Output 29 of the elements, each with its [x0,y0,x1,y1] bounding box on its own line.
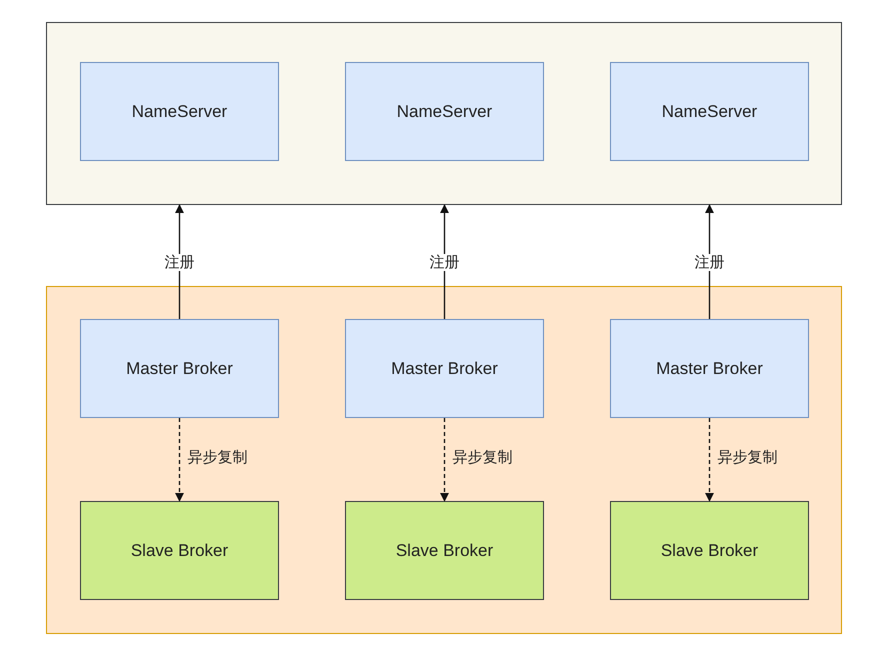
server-box [80,62,279,161]
arrow [704,418,714,502]
server-box [610,501,809,600]
node-label: Slave Broker [396,540,494,562]
node-label: Slave Broker [130,540,228,562]
arrow [174,418,184,502]
server-box [345,501,544,600]
edge-label: 异步复制 [188,450,248,464]
node-label: Slave Broker [660,540,758,562]
node-label: Master Broker [656,358,763,380]
group-panel [46,22,842,205]
node-label: NameServer [396,100,492,123]
server-box [80,319,279,418]
node-label: NameServer [662,100,758,123]
server-box [345,62,544,161]
edge-label: 异步复制 [452,450,512,464]
arrow [440,418,450,502]
server-box [345,319,544,418]
edge-label: 注册 [694,254,724,271]
node-label: NameServer [132,100,228,123]
edge-label: 异步复制 [718,450,778,464]
server-box [610,319,809,418]
node-label: Master Broker [391,358,498,380]
edge-label: 注册 [430,254,460,271]
server-box [80,501,279,600]
edge-label: 注册 [164,254,194,271]
group-panel [46,286,842,634]
server-box [610,62,809,161]
node-label: Master Broker [126,358,233,380]
